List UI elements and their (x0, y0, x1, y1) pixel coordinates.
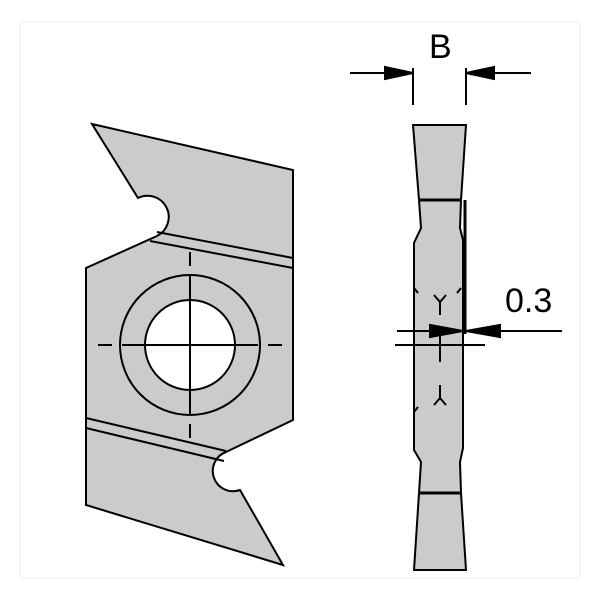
edge-line (156, 231, 294, 259)
dimension-offset (395, 200, 562, 346)
arrow-left-icon (465, 323, 501, 339)
center-lines (98, 252, 282, 438)
frame (19, 21, 581, 579)
arrow-right-icon (429, 323, 464, 339)
arrow-left-icon (465, 65, 495, 81)
insert-side-view (411, 124, 468, 571)
insert-front-view (85, 122, 294, 567)
dimension-b (350, 65, 531, 105)
dimension-offset-label: 0.3 (505, 282, 553, 320)
dimension-b-label: B (429, 28, 452, 66)
arrow-right-icon (384, 65, 414, 81)
